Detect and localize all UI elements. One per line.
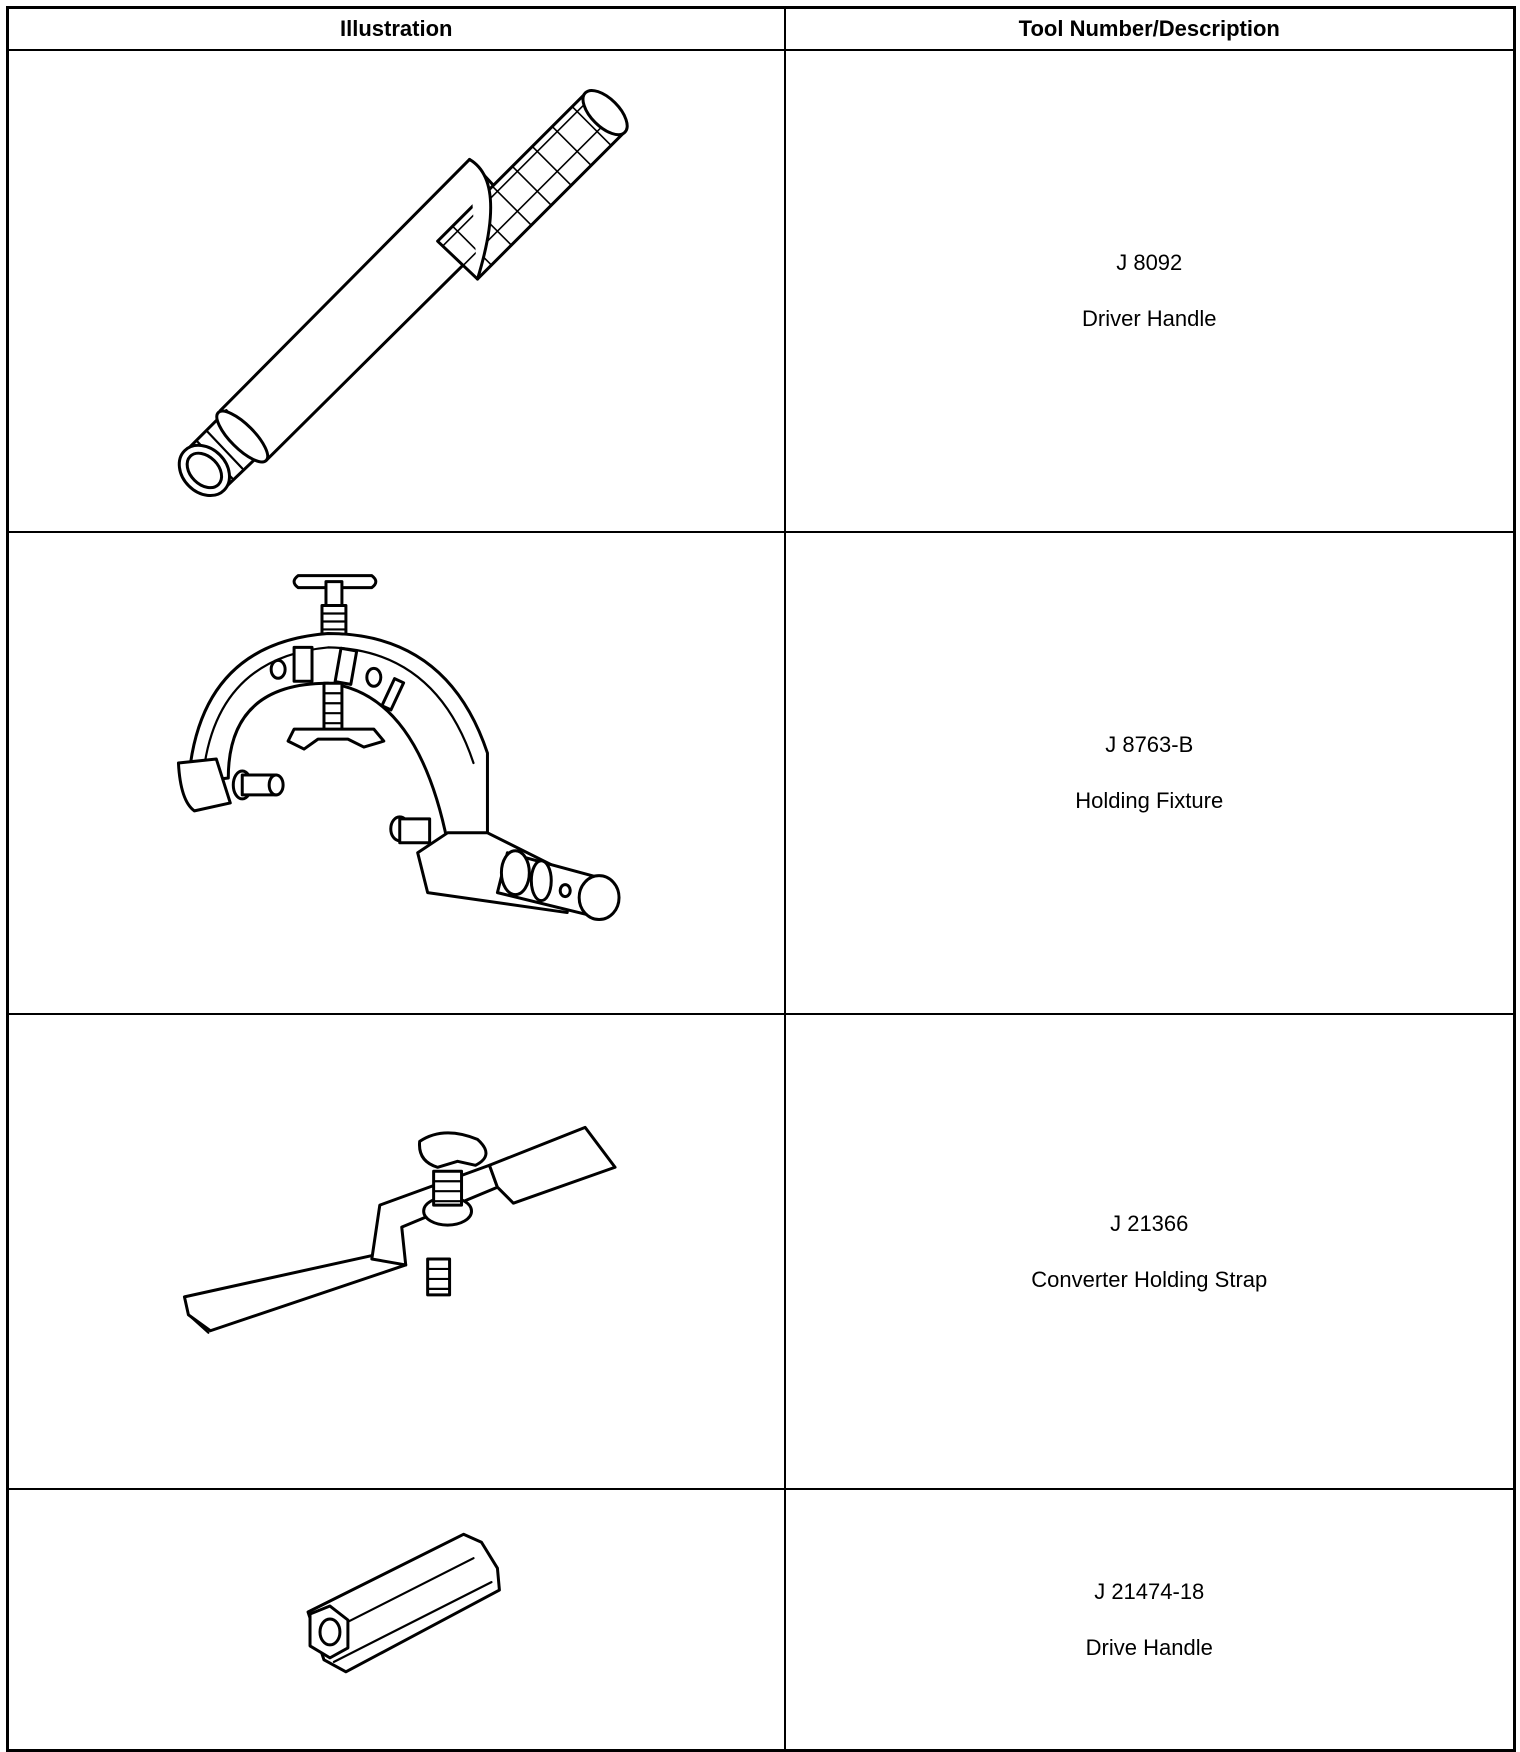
tool-description: Driver Handle — [1082, 306, 1217, 331]
tool-number: J 8092 — [1116, 250, 1183, 275]
tool-description: Drive Handle — [1085, 1634, 1213, 1660]
driver-handle-icon — [177, 89, 629, 498]
description-cell: J 21366 Converter Holding Strap — [783, 1013, 1516, 1490]
table-row: J 8763-B Holding Fixture — [6, 531, 1516, 1015]
illustration-cell — [6, 49, 786, 533]
tool-column-header: Tool Number/Description — [783, 6, 1516, 51]
table-row: J 8092 Driver Handle — [6, 49, 1516, 533]
tool-number: J 8763-B — [1105, 732, 1194, 757]
description-cell: J 8763-B Holding Fixture — [783, 531, 1516, 1015]
illustration-cell — [6, 1488, 786, 1752]
table-row: J 21366 Converter Holding Strap — [6, 1013, 1516, 1490]
special-tools-table: Illustration Tool Number/Description — [6, 6, 1516, 1752]
tool-description: Holding Fixture — [1075, 788, 1224, 813]
holding-strap-icon — [182, 1125, 617, 1334]
description-cell: J 21474-18 Drive Handle — [783, 1488, 1516, 1752]
description-cell: J 8092 Driver Handle — [783, 49, 1516, 533]
table-header-row: Illustration Tool Number/Description — [6, 6, 1516, 51]
illustration-column-header: Illustration — [6, 6, 786, 51]
illustration-cell — [6, 1013, 786, 1490]
table-row: J 21474-18 Drive Handle — [6, 1488, 1516, 1752]
tool-number: J 21474-18 — [1094, 1578, 1205, 1604]
hex-drive-handle-icon — [306, 1532, 501, 1674]
tool-description: Converter Holding Strap — [1031, 1266, 1268, 1292]
illustration-cell — [6, 531, 786, 1015]
tool-number: J 21366 — [1110, 1210, 1189, 1236]
holding-fixture-icon — [176, 574, 621, 922]
